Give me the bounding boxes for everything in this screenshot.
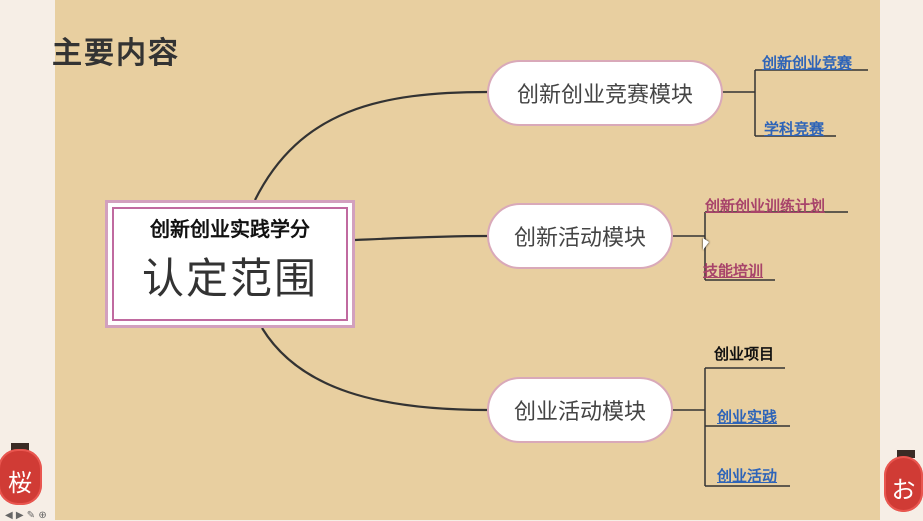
connector-central-to-entrepreneurship (261, 327, 489, 412)
module-entrepreneurship: 创业活动模块 (487, 377, 673, 443)
module-competition: 创新创业竞赛模块 (487, 60, 723, 126)
mouse-cursor-icon (703, 238, 709, 250)
bracket-competition (722, 69, 868, 137)
presentation-toolbar[interactable]: ◀ ▶ ✎ ⊕ (5, 510, 125, 521)
lantern-left-body: 桜 (0, 449, 42, 505)
slide-title: 主要内容 (52, 36, 180, 71)
toolbar-pen-icon[interactable]: ✎ (26, 510, 36, 521)
central-topic-box: 创新创业实践学分 认定范围 (105, 200, 355, 328)
bracket-entrepreneurship (672, 367, 790, 487)
central-topic-inner-border (112, 207, 348, 321)
central-topic-line2: 认定范围 (141, 254, 318, 303)
connector-central-to-innovation (354, 234, 489, 242)
lantern-right-cap (897, 450, 915, 458)
toolbar-next-icon[interactable]: ▶ (15, 510, 24, 521)
leaf-link-subject-competition[interactable]: 学科竞赛 (764, 120, 825, 138)
toolbar-prev-icon[interactable]: ◀ (5, 510, 13, 521)
leaf-link-skill-training[interactable]: 技能培训 (703, 262, 764, 280)
lantern-right-glyph: お (891, 476, 916, 504)
leaf-link-startup-activity[interactable]: 创业活动 (717, 467, 778, 485)
leaf-startup-project: 创业项目 (714, 345, 775, 363)
module-innovation: 创新活动模块 (487, 203, 673, 269)
lantern-left-cap (11, 443, 29, 451)
lantern-right-body: お (884, 456, 923, 512)
leaf-link-startup-practice[interactable]: 创业实践 (717, 408, 778, 426)
toolbar-zoom-icon[interactable]: ⊕ (38, 510, 47, 521)
connector-central-to-competition (254, 90, 489, 201)
lantern-left-glyph: 桜 (8, 469, 32, 497)
leaf-link-innovation-competition[interactable]: 创新创业竞赛 (762, 54, 853, 72)
central-topic-line1: 创新创业实践学分 (150, 217, 310, 241)
leaf-link-training-plan[interactable]: 创新创业训练计划 (705, 197, 826, 215)
